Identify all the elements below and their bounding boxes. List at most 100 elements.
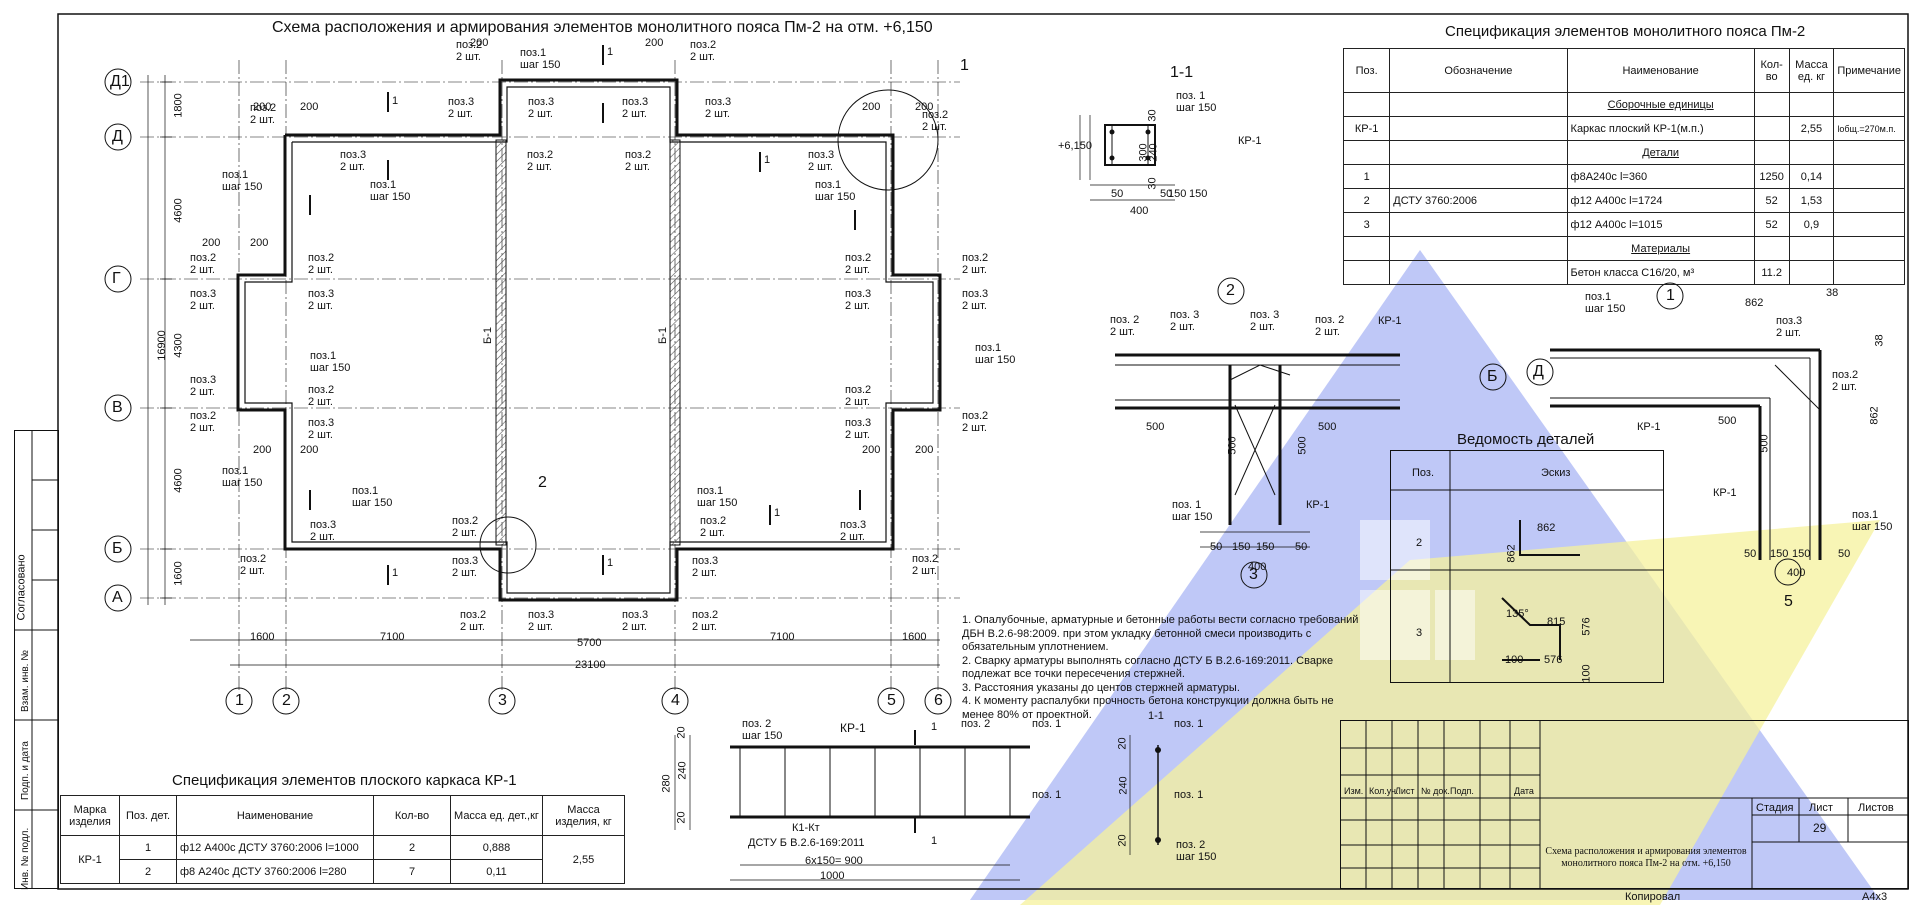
- axis-row-label: Б: [112, 540, 123, 557]
- rebar-label: поз.1: [370, 179, 397, 191]
- rebar-label: 2 шт.: [705, 108, 730, 120]
- small-section-drawing: [1129, 735, 1161, 855]
- dim-label: 200: [862, 101, 881, 113]
- rebar-label: шаг 150: [1585, 303, 1626, 315]
- rebar-label: шаг 150: [1172, 511, 1213, 523]
- dim-label: 200: [915, 101, 934, 113]
- node-callout: 1: [960, 57, 969, 74]
- rebar-label: 2 шт.: [310, 531, 335, 543]
- dim-label: 240: [1117, 776, 1130, 795]
- page-title: Схема расположения и армирования элемент…: [272, 19, 933, 36]
- title-block-col: Изм.: [1344, 786, 1364, 796]
- table-cell: 52: [1753, 212, 1790, 237]
- rebar-label: 2 шт.: [308, 396, 333, 408]
- kr1-drawing: [674, 730, 1030, 881]
- stamp-label: Взам. инв. №: [20, 650, 31, 712]
- spec-pm2-title: Спецификация элементов монолитного пояса…: [1445, 23, 1806, 40]
- node-callout: 3: [1249, 566, 1258, 583]
- weld-label: К1-Кт: [792, 822, 820, 834]
- rebar-label: поз.2: [845, 384, 872, 396]
- table-cell: 3: [1416, 627, 1423, 639]
- table-section: Детали: [1566, 140, 1755, 165]
- dim-label: 576: [1544, 654, 1563, 666]
- dim-total: 400: [1787, 567, 1806, 579]
- rebar-label: поз. 2: [742, 718, 772, 730]
- elevation-mark: +6,150: [1058, 140, 1092, 152]
- rebar-label: 2 шт.: [692, 621, 717, 633]
- rebar-label: шаг 150: [222, 477, 263, 489]
- cut-mark: 1: [774, 507, 781, 519]
- table-row: КР-1 1 ф12 А400с ДСТУ 3760:2006 l=1000 2…: [60, 835, 625, 884]
- rebar-label: 2 шт.: [190, 264, 215, 276]
- note-item: 1. Опалубочные, арматурные и бетонные ра…: [962, 614, 1359, 653]
- rebar-label: поз.1: [1852, 509, 1879, 521]
- dim-label: 150: [1256, 541, 1275, 553]
- rebar-label: поз.2: [690, 39, 717, 51]
- table-header: Кол-во: [373, 795, 451, 836]
- dim-label: 200: [253, 444, 272, 456]
- table-row: КР-1 Каркас плоский КР-1(м.п.) 2,55 lобщ…: [1342, 116, 1905, 141]
- title-block-col: № док.: [1421, 786, 1450, 796]
- table-cell: ф12 А400с l=1724: [1566, 188, 1755, 213]
- rebar-label: поз.2: [845, 252, 872, 264]
- rebar-label: шаг 150: [310, 362, 351, 374]
- rebar-label: КР-1: [1637, 421, 1661, 433]
- section-1-1-drawing: [1079, 115, 1175, 201]
- rebar-label: 2 шт.: [340, 161, 365, 173]
- table-cell: 2: [1416, 537, 1423, 549]
- rebar-label: поз.3: [308, 417, 335, 429]
- dim-label: 4300: [172, 333, 185, 358]
- axis-row-label: Д: [1533, 363, 1544, 380]
- spec-kr1-title: Спецификация элементов плоского каркаса …: [172, 772, 517, 789]
- cut-mark: 1: [392, 95, 399, 107]
- table-cell: 1250: [1753, 164, 1790, 189]
- note-item: 4. К моменту распалубки прочность бетона…: [962, 695, 1334, 721]
- dim-label: 576: [1580, 617, 1593, 636]
- table-cell: КР-1: [1342, 116, 1391, 141]
- note-item: 2. Сварку арматуры выполнять согласно ДС…: [962, 654, 1334, 681]
- dim-total: 23100: [575, 659, 606, 671]
- title-block-col: Подп.: [1450, 786, 1474, 796]
- rebar-label: поз.3: [622, 96, 649, 108]
- rebar-label: поз. 1: [1032, 789, 1062, 801]
- rebar-label: шаг 150: [742, 730, 783, 742]
- dim-label: 1600: [172, 561, 185, 586]
- side-stamp-frame: [14, 430, 59, 889]
- axis-row-label: Д1: [110, 73, 130, 90]
- rebar-label: 2 шт.: [845, 300, 870, 312]
- rebar-label: 2 шт.: [452, 567, 477, 579]
- dim-label: 20: [1116, 737, 1129, 750]
- rebar-label: поз.2: [250, 102, 277, 114]
- dim-label: 50: [1111, 188, 1124, 200]
- table-section: Сборочные единицы: [1566, 92, 1755, 117]
- rebar-label: поз.3: [845, 417, 872, 429]
- dim-label: 862: [1868, 406, 1881, 425]
- table-header: Наименование: [176, 795, 374, 836]
- dim-label: 38: [1826, 287, 1839, 299]
- rebar-label: поз. 3: [1250, 309, 1280, 321]
- dim-label: 6x150= 900: [805, 855, 863, 867]
- dim-label: 1600: [902, 631, 927, 643]
- details-table-frame: [1390, 450, 1664, 683]
- dim-total: 1000: [820, 870, 845, 882]
- rebar-label: поз.2: [456, 39, 483, 51]
- rebar-label: шаг 150: [222, 181, 263, 193]
- rebar-label: поз.3: [310, 519, 337, 531]
- table-header: Поз. дет.: [119, 795, 177, 836]
- rebar-label: 2 шт.: [448, 108, 473, 120]
- weld-std: ДСТУ Б В.2.6-169:2011: [748, 837, 865, 849]
- table-cell: 7: [373, 859, 451, 884]
- rebar-label: поз. 1: [1174, 718, 1204, 730]
- dim-label: 862: [1537, 522, 1556, 534]
- table-header-row: Поз. Обозначение Наименование Кол-во Мас…: [1342, 48, 1905, 93]
- note-item: 3. Расстояния указаны до центов стержней…: [962, 681, 1240, 694]
- rebar-label: 2 шт.: [962, 300, 987, 312]
- rebar-label: 2 шт.: [1776, 327, 1801, 339]
- rebar-label: 2 шт.: [912, 565, 937, 577]
- kr1-title: КР-1: [840, 721, 866, 735]
- table-cell: lобщ.=270м.п.: [1833, 116, 1905, 141]
- rebar-label: 2 шт.: [845, 264, 870, 276]
- table-cell: ф8 А240с ДСТУ 3760:2006 l=280: [176, 859, 374, 884]
- rebar-label: 2 шт.: [528, 108, 553, 120]
